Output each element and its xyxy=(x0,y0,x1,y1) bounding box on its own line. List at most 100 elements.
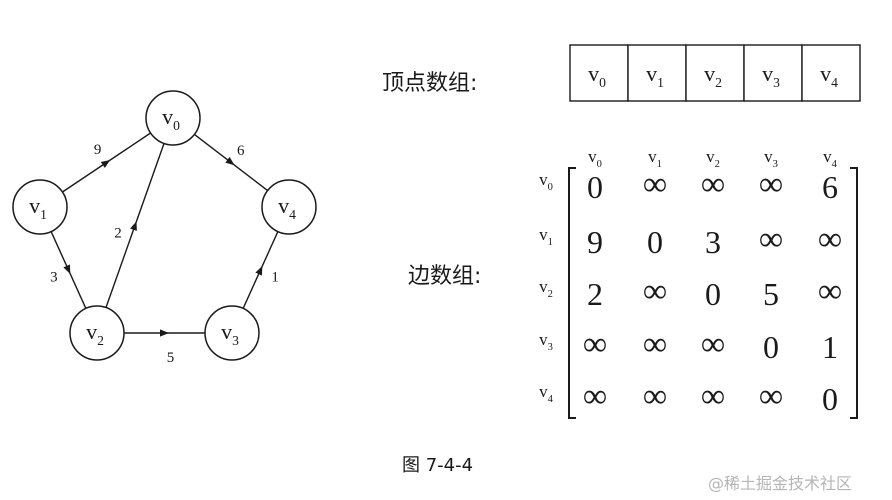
matrix-column-header-base: v xyxy=(764,147,773,166)
vertex-array-label: 顶点数组: xyxy=(382,71,477,96)
matrix-cell: ∞ xyxy=(643,378,667,415)
matrix-column-header-subscript: 1 xyxy=(657,159,662,170)
figure-caption: 图 7-4-4 xyxy=(402,455,473,476)
matrix-row-header-subscript: 1 xyxy=(548,237,553,248)
matrix-cell: ∞ xyxy=(759,221,783,258)
vertex-label: v0 xyxy=(162,104,180,133)
vertex-array-cell xyxy=(801,44,861,102)
vertex-node-0: v0 xyxy=(145,90,201,146)
edge-2-0: 2 xyxy=(105,143,165,308)
vertex-node-4: v4 xyxy=(261,179,317,235)
matrix-row-header-subscript: 2 xyxy=(548,289,553,300)
vertex-label: v3 xyxy=(221,319,239,348)
vertex-array-cell-label-base: v xyxy=(820,61,831,86)
matrix-cell: ∞ xyxy=(701,326,725,363)
edge-weight: 9 xyxy=(94,142,102,158)
matrix-cell: ∞ xyxy=(643,273,667,310)
matrix-cell: ∞ xyxy=(818,273,842,310)
vertex-label: v2 xyxy=(86,319,104,348)
matrix-column-header-subscript: 0 xyxy=(597,159,602,170)
matrix-column-header-base: v xyxy=(648,147,657,166)
vertex-array-cell xyxy=(627,44,687,102)
edge-weight: 5 xyxy=(167,350,175,366)
vertex-array-cell-label: v4 xyxy=(820,61,838,90)
edge-weight: 2 xyxy=(114,226,122,242)
matrix-column-header-subscript: 2 xyxy=(715,159,720,170)
matrix-cell: ∞ xyxy=(701,378,725,415)
vertex-label-subscript: 0 xyxy=(173,118,180,133)
matrix-column-header-base: v xyxy=(706,147,715,166)
vertex-label-subscript: 2 xyxy=(97,333,104,348)
matrix-cell: ∞ xyxy=(701,166,725,203)
edge-3-4: 1 xyxy=(242,231,279,309)
matrix-cell: 2 xyxy=(587,276,603,312)
matrix-row-header: v1 xyxy=(539,225,553,248)
matrix-cell: 1 xyxy=(822,329,838,365)
matrix-cell: 3 xyxy=(705,224,721,260)
vertex-array-cell-label: v1 xyxy=(646,61,664,90)
matrix-column-header: v3 xyxy=(764,147,778,170)
vertex-array-cell xyxy=(743,44,803,102)
vertex-array-cell-label-subscript: 4 xyxy=(831,75,838,90)
matrix-cell: 0 xyxy=(822,381,838,417)
edge-arrowhead xyxy=(100,159,111,168)
vertex-circle xyxy=(12,179,68,235)
matrix-row-header: v3 xyxy=(539,330,553,353)
matrix-row-header-base: v xyxy=(539,382,548,401)
vertex-circle xyxy=(204,305,260,361)
matrix-cell: 6 xyxy=(822,169,838,205)
matrix-column-header: v0 xyxy=(588,147,602,170)
vertex-label-subscript: 4 xyxy=(289,207,296,222)
matrix-row-header-subscript: 4 xyxy=(548,394,554,405)
edge-2-3: 5 xyxy=(124,329,205,366)
matrix-cell: 5 xyxy=(763,276,779,312)
matrix-row-header-base: v xyxy=(539,277,548,296)
matrix-row-header-base: v xyxy=(539,330,548,349)
vertex-array-cell-label-subscript: 3 xyxy=(773,75,780,90)
matrix-cell: 0 xyxy=(763,329,779,365)
edge-0-4: 6 xyxy=(193,133,269,192)
edge-weight: 3 xyxy=(50,270,58,286)
vertex-array-cell-label-subscript: 2 xyxy=(715,75,722,90)
matrix-column-header-base: v xyxy=(588,147,597,166)
vertex-label-base: v xyxy=(162,104,173,129)
edge-arrowhead xyxy=(225,156,235,166)
edge-1-2: 3 xyxy=(50,231,87,309)
matrix-cell: ∞ xyxy=(818,221,842,258)
vertex-array-cell-label: v2 xyxy=(704,61,722,90)
matrix-cell: ∞ xyxy=(643,166,667,203)
matrix-column-header: v1 xyxy=(648,147,662,170)
matrix-cell: 0 xyxy=(587,169,603,205)
vertex-circle xyxy=(145,90,201,146)
vertex-label: v1 xyxy=(29,193,47,222)
matrix-column-header-base: v xyxy=(823,147,832,166)
vertex-array-cell-label-base: v xyxy=(588,61,599,86)
edge-arrowhead xyxy=(130,221,137,231)
vertex-array-cell-label: v0 xyxy=(588,61,606,90)
matrix-cell: 0 xyxy=(705,276,721,312)
matrix-left-bracket xyxy=(568,167,576,419)
vertex-array-cell-label-base: v xyxy=(704,61,715,86)
vertex-array-cell-label-base: v xyxy=(646,61,657,86)
edge-weight: 1 xyxy=(271,270,279,286)
matrix-column-header: v2 xyxy=(706,147,720,170)
edge-weight: 6 xyxy=(237,143,245,159)
matrix-right-bracket xyxy=(850,167,858,419)
edge-1-0: 9 xyxy=(62,132,151,193)
vertex-label-subscript: 3 xyxy=(232,333,239,348)
vertex-circle xyxy=(261,179,317,235)
vertex-label-base: v xyxy=(29,193,40,218)
vertex-array-cell-label-subscript: 0 xyxy=(599,75,606,90)
vertex-label-base: v xyxy=(86,319,97,344)
matrix-cell: 9 xyxy=(587,224,603,260)
matrix-column-header-subscript: 4 xyxy=(832,159,838,170)
vertex-label-base: v xyxy=(221,319,232,344)
matrix-row-header: v2 xyxy=(539,277,553,300)
vertex-label-base: v xyxy=(278,193,289,218)
edge-arrowhead xyxy=(255,265,263,276)
matrix-row-header-base: v xyxy=(539,225,548,244)
vertex-array-cell-label-subscript: 1 xyxy=(657,75,664,90)
